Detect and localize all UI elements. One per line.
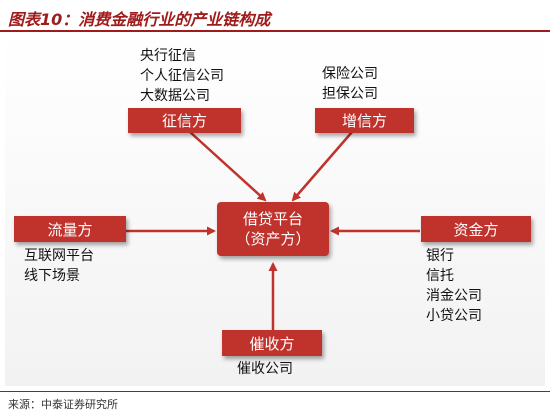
collection-party-box: 催收方 xyxy=(222,330,322,356)
credit-note: 央行征信 xyxy=(140,48,196,64)
traffic-notes: 互联网平台 线下场景 xyxy=(24,246,94,286)
figure-title: 图表10：消费金融行业的产业链构成 xyxy=(8,10,271,29)
lending-platform-box: 借贷平台 （资产方） xyxy=(217,202,329,256)
credit-notes: 央行征信 个人征信公司 大数据公司 xyxy=(140,46,224,106)
traffic-party-label: 流量方 xyxy=(47,220,93,239)
title-divider xyxy=(0,30,550,32)
guarantee-note: 保险公司 xyxy=(322,66,378,82)
funding-note: 消金公司 xyxy=(426,288,482,304)
collection-notes: 催收公司 xyxy=(237,359,293,379)
source-divider xyxy=(0,391,550,392)
collection-note: 催收公司 xyxy=(237,361,293,377)
funding-note: 信托 xyxy=(426,268,454,284)
credit-party-box: 征信方 xyxy=(128,108,241,133)
collection-party-label: 催收方 xyxy=(249,334,295,353)
funding-note: 小贷公司 xyxy=(426,308,482,324)
lending-platform-sublabel: （资产方） xyxy=(235,230,311,248)
funding-party-box: 资金方 xyxy=(421,216,531,242)
traffic-party-box: 流量方 xyxy=(14,216,126,242)
guarantee-party-box: 增信方 xyxy=(315,108,414,133)
source-note: 来源：中泰证券研究所 xyxy=(8,398,118,411)
lending-platform-label: 借贷平台 xyxy=(242,210,303,228)
credit-party-label: 征信方 xyxy=(161,112,207,130)
funding-note: 银行 xyxy=(426,248,454,264)
guarantee-notes: 保险公司 担保公司 xyxy=(322,64,378,104)
arrow-guarantee-to-center xyxy=(291,131,353,202)
traffic-note: 线下场景 xyxy=(24,268,80,284)
credit-note: 个人征信公司 xyxy=(140,68,224,84)
guarantee-party-label: 增信方 xyxy=(341,112,387,130)
figure-title-bar: 图表10：消费金融行业的产业链构成 xyxy=(0,0,550,32)
arrow-credit-to-center xyxy=(189,131,267,202)
traffic-note: 互联网平台 xyxy=(24,248,94,264)
funding-party-label: 资金方 xyxy=(453,220,499,239)
funding-notes: 银行 信托 消金公司 小贷公司 xyxy=(426,246,482,326)
credit-note: 大数据公司 xyxy=(140,88,210,104)
guarantee-note: 担保公司 xyxy=(322,86,378,102)
